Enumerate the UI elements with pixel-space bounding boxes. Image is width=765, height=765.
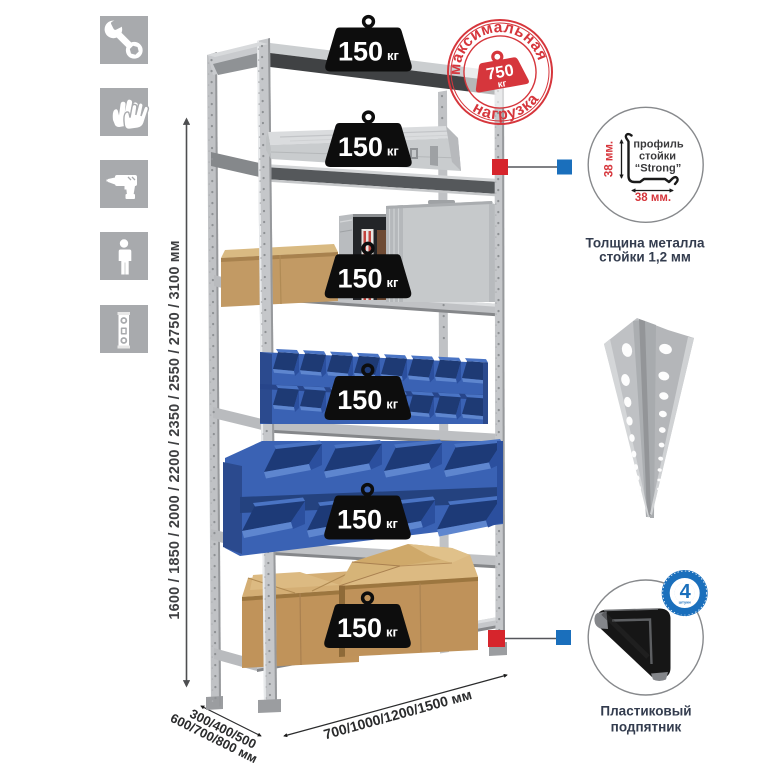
svg-text:Пластиковый: Пластиковый bbox=[600, 704, 691, 719]
svg-text:750: 750 bbox=[485, 61, 515, 84]
svg-text:штуки: штуки bbox=[679, 600, 692, 605]
svg-text:38 мм.: 38 мм. bbox=[604, 141, 616, 177]
svg-text:профиль: профиль bbox=[633, 139, 683, 151]
svg-text:стойки 1,2 мм: стойки 1,2 мм bbox=[599, 250, 691, 265]
svg-text:стойки: стойки bbox=[639, 151, 676, 163]
svg-text:4: 4 bbox=[680, 581, 692, 603]
svg-text:кг: кг bbox=[497, 78, 508, 90]
svg-text:700/1000/1200/1500 мм: 700/1000/1200/1500 мм bbox=[322, 686, 474, 742]
svg-text:подпятник: подпятник bbox=[611, 720, 682, 735]
svg-text:1600 / 1850 / 2000 / 2200 / 23: 1600 / 1850 / 2000 / 2200 / 2350 / 2550 … bbox=[167, 240, 183, 619]
svg-text:38 мм.: 38 мм. bbox=[635, 192, 671, 204]
svg-text:Толщина металла: Толщина металла bbox=[585, 236, 705, 251]
svg-text:“Strong”: “Strong” bbox=[635, 163, 681, 175]
